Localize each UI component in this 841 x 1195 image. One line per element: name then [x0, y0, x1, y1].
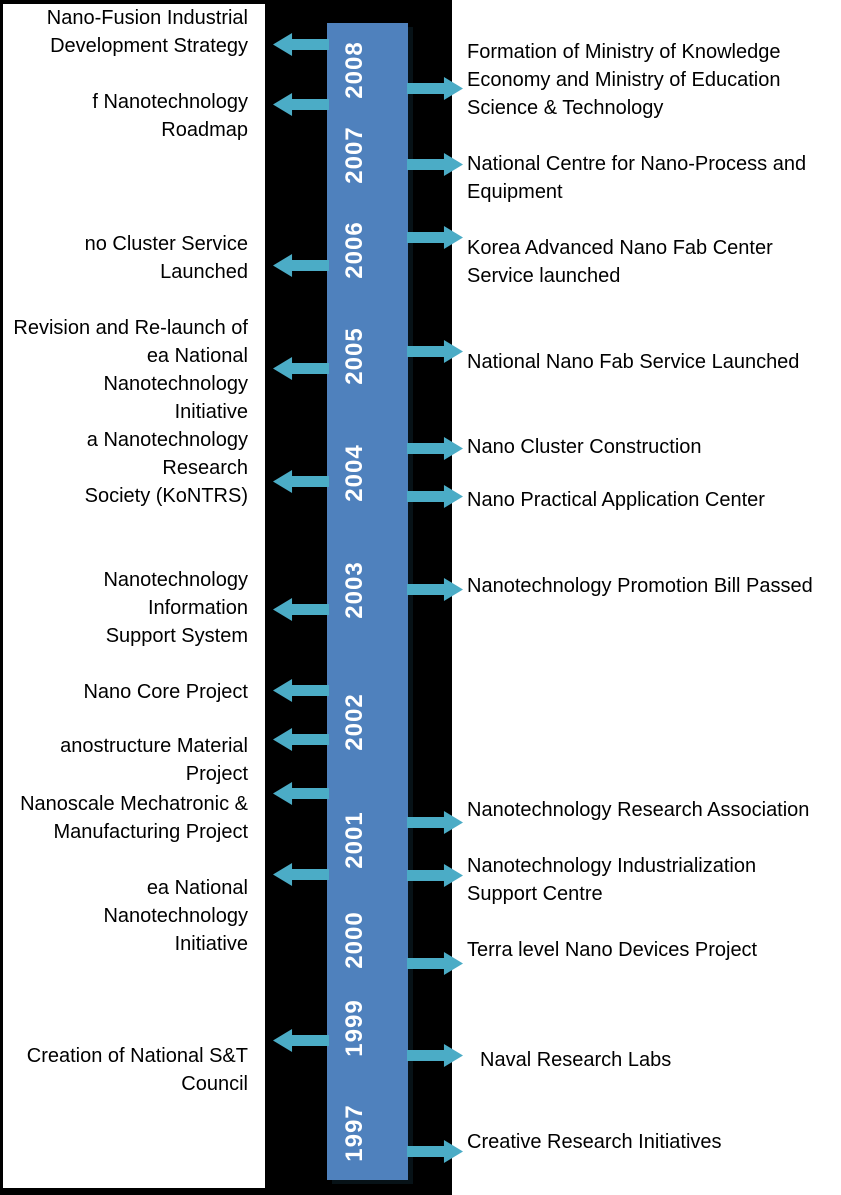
- year-label-2005: 2005: [341, 327, 368, 385]
- event-text: National Centre for Nano-Process and Equ…: [467, 153, 807, 203]
- event-text: Korea Advanced Nano Fab Center Service l…: [467, 237, 773, 287]
- year-label-2007: 2007: [341, 126, 368, 184]
- year-label-2003: 2003: [341, 561, 368, 619]
- year-label-1997: 1997: [341, 1104, 368, 1162]
- year-label-2001: 2001: [341, 811, 368, 869]
- year-label-2000: 2000: [341, 911, 368, 969]
- year-label-1999: 1999: [341, 999, 368, 1057]
- event-text: Nano-Fusion Industrial Development Strat…: [46, 7, 248, 57]
- event-text: Nanotechnology Industrialization Support…: [467, 855, 757, 905]
- event-text: a Nanotechnology Research Society (KoNTR…: [84, 429, 248, 507]
- event-text: no Cluster Service Launched: [84, 233, 248, 283]
- event-text: Revision and Re-launch of ea National Na…: [13, 317, 248, 423]
- year-label-2006: 2006: [341, 221, 368, 279]
- event-text: Creation of National S&T Council: [26, 1045, 248, 1095]
- event-text: Nanotechnology Information Support Syste…: [103, 569, 248, 647]
- left-arrow-icon: [273, 679, 329, 702]
- left-arrow-icon: [273, 33, 329, 56]
- event-text: Terra level Nano Devices Project: [467, 939, 758, 961]
- timeline-bar: [327, 23, 408, 1180]
- year-label-2002: 2002: [341, 693, 368, 751]
- left-arrow-icon: [273, 863, 329, 886]
- left-arrow-icon: [273, 728, 329, 751]
- event-text: anostructure Material Project: [60, 735, 248, 785]
- event-text: Formation of Ministry of Knowledge Econo…: [467, 41, 781, 119]
- year-label-2004: 2004: [341, 444, 368, 502]
- event-text: Creative Research Initiatives: [467, 1131, 722, 1153]
- event-text: ea National Nanotechnology Initiative: [103, 877, 248, 955]
- left-arrow-icon: [273, 93, 329, 116]
- left-arrow-icon: [273, 598, 329, 621]
- event-text: Nano Core Project: [83, 681, 248, 703]
- left-arrow-icon: [273, 1029, 329, 1052]
- left-arrow-icon: [273, 782, 329, 805]
- event-text: Naval Research Labs: [480, 1049, 672, 1071]
- year-label-2008: 2008: [341, 41, 368, 99]
- event-text: Nano Practical Application Center: [467, 489, 765, 511]
- left-arrow-icon: [273, 470, 329, 493]
- right-panel: [452, 0, 841, 1195]
- left-arrow-icon: [273, 254, 329, 277]
- event-text: Nanoscale Mechatronic & Manufacturing Pr…: [20, 793, 248, 843]
- left-arrow-icon: [273, 357, 329, 380]
- event-text: Nano Cluster Construction: [467, 436, 702, 458]
- event-text: Nanotechnology Research Association: [467, 799, 810, 821]
- event-text: National Nano Fab Service Launched: [467, 351, 800, 373]
- left-panel: [3, 4, 265, 1188]
- event-text: f Nanotechnology Roadmap: [92, 91, 248, 141]
- event-text: Nanotechnology Promotion Bill Passed: [467, 575, 813, 597]
